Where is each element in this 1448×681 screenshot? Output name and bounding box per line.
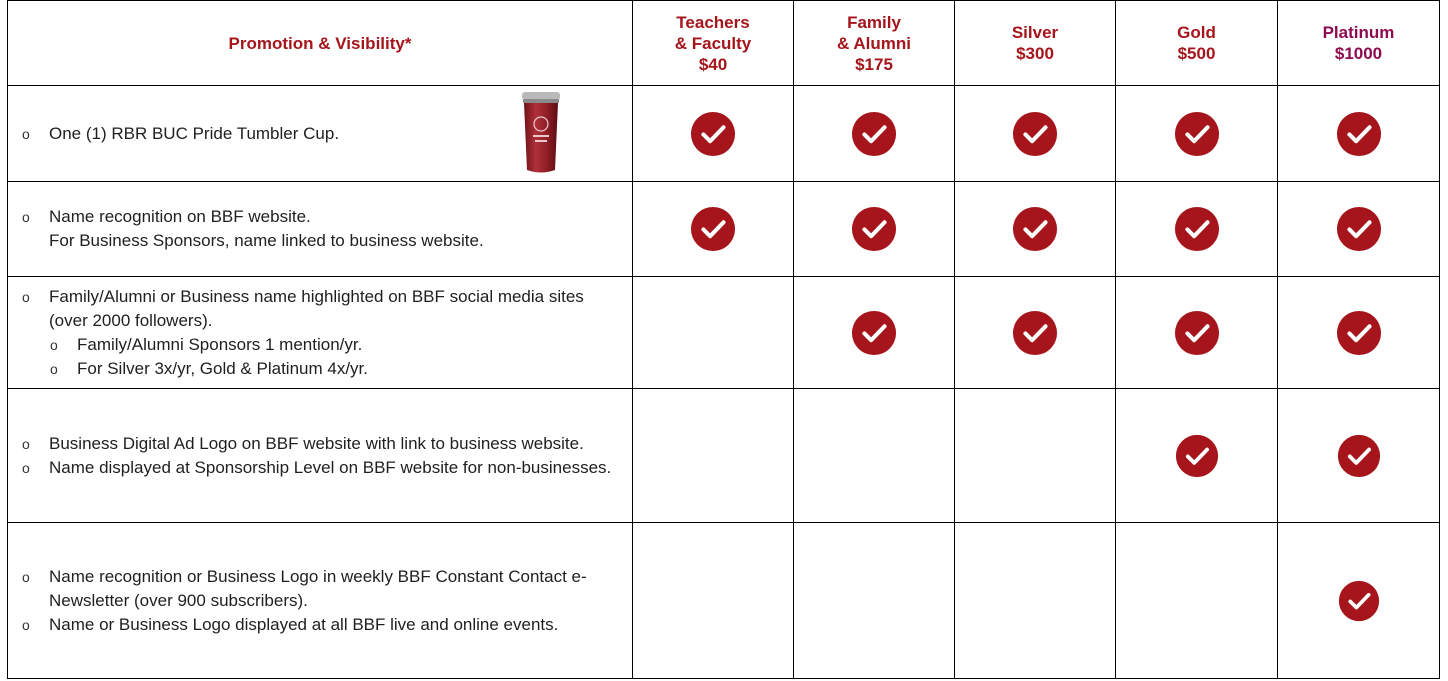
- bullet-marker: o: [22, 288, 30, 305]
- feature-cell: o Name recognition on BBF website. For Bu…: [7, 181, 633, 277]
- bullet-marker: o: [22, 616, 30, 633]
- checkmark-icon: [1012, 310, 1058, 355]
- level-cell: [793, 522, 955, 679]
- level-cell: [793, 85, 955, 182]
- feature-sub-bullet: o Family/Alumni Sponsors 1 mention/yr.: [22, 333, 622, 357]
- level-cell: [1277, 388, 1440, 523]
- header-teachers-faculty: Teachers & Faculty $40: [632, 0, 794, 86]
- bullet-marker: o: [22, 125, 30, 142]
- feature-sub-text: For Silver 3x/yr, Gold & Platinum 4x/yr.: [77, 358, 368, 378]
- level-cell: [954, 276, 1116, 389]
- checkmark-icon: [1174, 111, 1220, 156]
- checkmark-icon: [851, 206, 897, 252]
- level-cell: [793, 388, 955, 523]
- table-row: o Business Digital Ad Logo on BBF website…: [7, 388, 1440, 523]
- level-cell: [1277, 276, 1440, 389]
- bullet-marker: o: [22, 435, 30, 452]
- bullet-marker: o: [22, 568, 30, 585]
- header-family-alumni: Family & Alumni $175: [793, 0, 955, 86]
- level-cell: [632, 181, 794, 277]
- bullet-marker: o: [22, 209, 30, 225]
- feature-bullet: o One (1) RBR BUC Pride Tumbler Cup.: [22, 122, 622, 146]
- feature-bullet: o Name recognition or Business Logo in we…: [22, 565, 622, 613]
- feature-cell: o One (1) RBR BUC Pride Tumbler Cup.: [7, 85, 633, 183]
- level-cell: [793, 276, 955, 389]
- table-row: o Family/Alumni or Business name highligh…: [7, 276, 1440, 389]
- feature-text: Name or Business Logo displayed at all B…: [49, 614, 559, 634]
- checkmark-icon: [690, 206, 736, 252]
- checkmark-icon: [690, 111, 736, 156]
- feature-sub-text: Family/Alumni Sponsors 1 mention/yr.: [77, 334, 363, 354]
- level-cell: [954, 522, 1116, 679]
- feature-text: Family/Alumni or Business name highlight…: [49, 286, 584, 330]
- header-row: Promotion & Visibility* Teachers & Facul…: [7, 0, 1440, 86]
- level-cell: [632, 522, 794, 679]
- header-silver: Silver $300: [954, 0, 1116, 86]
- feature-bullet: o Name or Business Logo displayed at all …: [22, 613, 622, 637]
- checkmark-icon: [851, 111, 897, 156]
- table-row: o Name recognition on BBF website. For Bu…: [7, 181, 1440, 277]
- level-cell: [632, 85, 794, 182]
- header-gold: Gold $500: [1115, 0, 1278, 86]
- tumbler-cup-icon: [520, 90, 562, 183]
- feature-bullet: o Name displayed at Sponsorship Level on …: [22, 456, 622, 480]
- feature-text: Name recognition or Business Logo in wee…: [49, 566, 587, 610]
- level-cell: [1115, 388, 1278, 523]
- feature-text: Business Digital Ad Logo on BBF website …: [49, 433, 584, 453]
- feature-text: Name recognition on BBF website. For Bus…: [49, 207, 484, 250]
- feature-text: One (1) RBR BUC Pride Tumbler Cup.: [49, 123, 340, 143]
- level-cell: [1115, 181, 1278, 277]
- feature-cell: o Family/Alumni or Business name highligh…: [7, 276, 633, 389]
- bullet-marker: o: [22, 459, 30, 476]
- level-cell: [793, 181, 955, 277]
- level-cell: [1277, 181, 1440, 277]
- table-row: o One (1) RBR BUC Pride Tumbler Cup.: [7, 85, 1440, 183]
- feature-bullet: o Name recognition on BBF website. For Bu…: [22, 205, 622, 253]
- level-cell: [1277, 522, 1440, 679]
- checkmark-icon: [1174, 206, 1220, 252]
- level-cell: [632, 388, 794, 523]
- feature-cell: o Name recognition or Business Logo in we…: [7, 522, 633, 679]
- level-cell: [954, 388, 1116, 523]
- level-cell: [954, 181, 1116, 277]
- checkmark-icon: [851, 310, 897, 355]
- level-cell: [954, 85, 1116, 182]
- sponsorship-table: Promotion & Visibility* Teachers & Facul…: [7, 0, 1440, 679]
- feature-text: Name displayed at Sponsorship Level on B…: [49, 457, 612, 477]
- checkmark-icon: [1336, 310, 1382, 355]
- table-row: o Name recognition or Business Logo in we…: [7, 522, 1440, 679]
- checkmark-icon: [1337, 434, 1381, 477]
- level-cell: [1277, 85, 1440, 182]
- level-cell: [1115, 522, 1278, 679]
- header-platinum: Platinum $1000: [1277, 0, 1440, 86]
- feature-bullet: o Family/Alumni or Business name highligh…: [22, 285, 622, 333]
- header-promotion-visibility: Promotion & Visibility*: [7, 0, 633, 86]
- feature-sub-bullet: o For Silver 3x/yr, Gold & Platinum 4x/yr…: [22, 357, 622, 381]
- checkmark-icon: [1336, 111, 1382, 156]
- checkmark-icon: [1336, 206, 1382, 252]
- checkmark-icon: [1012, 206, 1058, 252]
- bullet-marker: o: [50, 336, 58, 353]
- level-cell: [1115, 276, 1278, 389]
- checkmark-icon: [1174, 310, 1220, 355]
- bullet-marker: o: [50, 360, 58, 377]
- checkmark-icon: [1338, 580, 1380, 621]
- feature-cell: o Business Digital Ad Logo on BBF website…: [7, 388, 633, 523]
- level-cell: [632, 276, 794, 389]
- checkmark-icon: [1012, 111, 1058, 156]
- feature-bullet: o Business Digital Ad Logo on BBF website…: [22, 432, 622, 456]
- level-cell: [1115, 85, 1278, 182]
- checkmark-icon: [1175, 434, 1219, 477]
